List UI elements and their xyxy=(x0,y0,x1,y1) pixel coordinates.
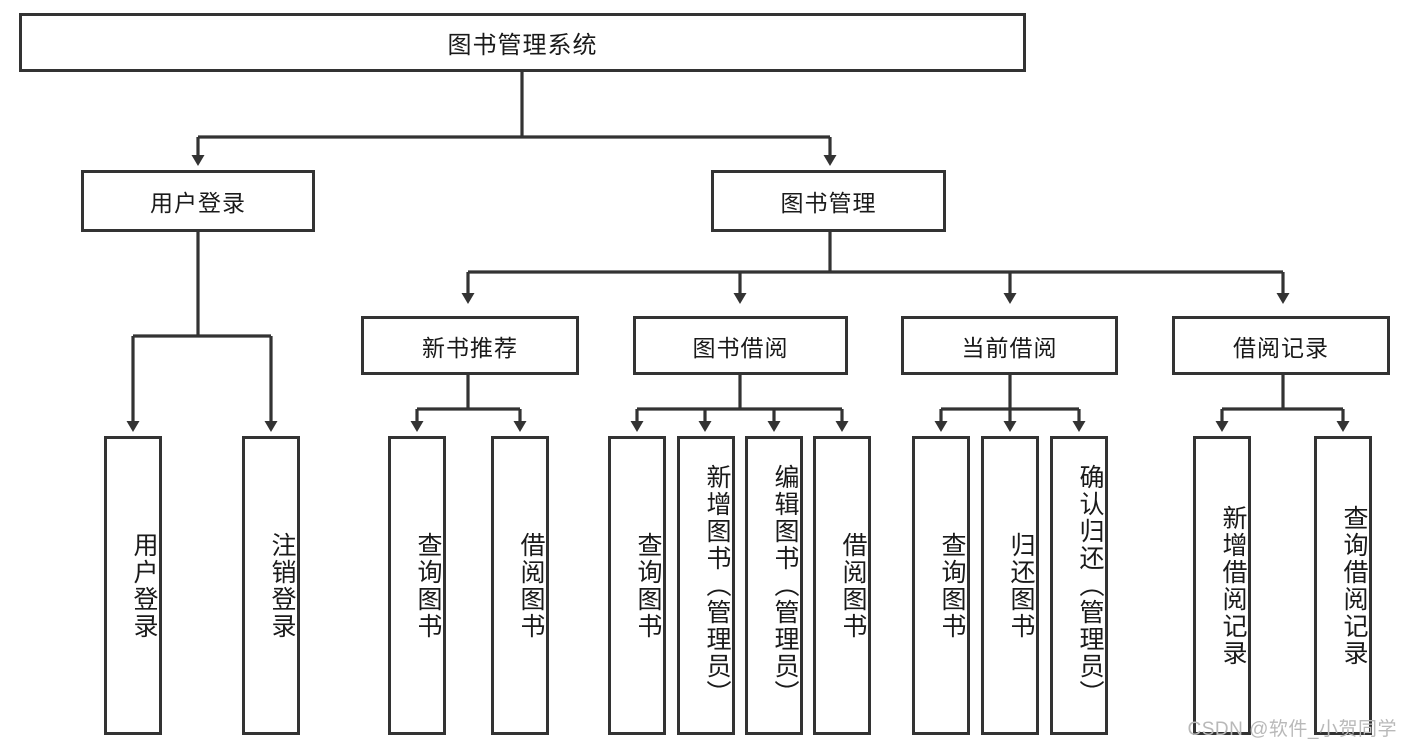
node-root-label: 图书管理系统 xyxy=(447,32,598,59)
node-borrow-record-label: 借阅记录 xyxy=(1233,334,1329,361)
leaf-add-book-label: 新增图书（管理员） xyxy=(703,464,731,707)
leaf-query-book-2-label: 查询图书 xyxy=(634,531,662,640)
node-new-book-rec-label: 新书推荐 xyxy=(422,334,518,361)
leaf-query-record[interactable]: 查询借阅记录 xyxy=(1314,436,1372,735)
leaf-return-book-label: 归还图书 xyxy=(1007,531,1035,640)
node-borrow-record[interactable]: 借阅记录 xyxy=(1172,316,1390,375)
leaf-user-login-label: 用户登录 xyxy=(130,531,158,640)
leaf-query-book-1[interactable]: 查询图书 xyxy=(388,436,446,735)
leaf-user-login[interactable]: 用户登录 xyxy=(104,436,162,735)
node-current-borrow[interactable]: 当前借阅 xyxy=(901,316,1118,375)
leaf-return-book[interactable]: 归还图书 xyxy=(981,436,1039,735)
node-user-login[interactable]: 用户登录 xyxy=(81,170,315,232)
leaf-logout-label: 注销登录 xyxy=(268,531,296,640)
node-book-borrow-label: 图书借阅 xyxy=(692,334,789,361)
leaf-borrow-book-2-label: 借阅图书 xyxy=(839,531,867,640)
leaf-query-book-2[interactable]: 查询图书 xyxy=(608,436,666,735)
leaf-edit-book[interactable]: 编辑图书（管理员） xyxy=(745,436,803,735)
leaf-query-book-1-label: 查询图书 xyxy=(414,531,442,640)
leaf-query-record-label: 查询借阅记录 xyxy=(1340,504,1368,667)
leaf-logout[interactable]: 注销登录 xyxy=(242,436,300,735)
node-book-manage[interactable]: 图书管理 xyxy=(711,170,946,232)
node-current-borrow-label: 当前借阅 xyxy=(961,334,1058,361)
node-new-book-rec[interactable]: 新书推荐 xyxy=(361,316,579,375)
leaf-borrow-book-1[interactable]: 借阅图书 xyxy=(491,436,549,735)
leaf-confirm-return[interactable]: 确认归还（管理员） xyxy=(1050,436,1108,735)
node-root[interactable]: 图书管理系统 xyxy=(19,13,1026,72)
leaf-borrow-book-2[interactable]: 借阅图书 xyxy=(813,436,871,735)
leaf-add-record-label: 新增借阅记录 xyxy=(1219,504,1247,667)
leaf-borrow-book-1-label: 借阅图书 xyxy=(517,531,545,640)
leaf-query-book-3[interactable]: 查询图书 xyxy=(912,436,970,735)
node-book-manage-label: 图书管理 xyxy=(780,190,877,216)
leaf-confirm-return-label: 确认归还（管理员） xyxy=(1076,464,1104,707)
node-book-borrow[interactable]: 图书借阅 xyxy=(633,316,848,375)
node-user-login-label: 用户登录 xyxy=(150,190,246,216)
leaf-add-book[interactable]: 新增图书（管理员） xyxy=(677,436,735,735)
leaf-add-record[interactable]: 新增借阅记录 xyxy=(1193,436,1251,735)
leaf-edit-book-label: 编辑图书（管理员） xyxy=(771,464,799,707)
leaf-query-book-3-label: 查询图书 xyxy=(938,531,966,640)
csdn-watermark: CSDN @软件_小贺同学 xyxy=(1187,719,1397,740)
